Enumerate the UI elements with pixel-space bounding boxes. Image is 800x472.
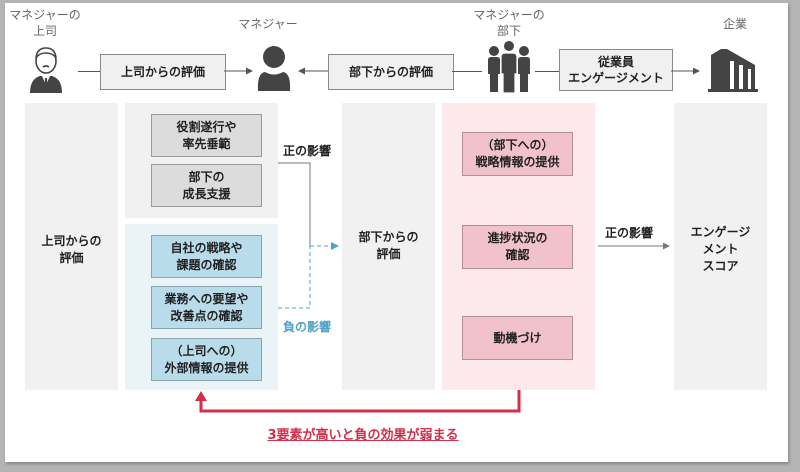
factor-line1: 自社の戦略や bbox=[170, 240, 243, 255]
factor-strategy-check: 自社の戦略や 課題の確認 bbox=[151, 235, 262, 278]
boss-to-box-line bbox=[78, 71, 100, 72]
moderator-line2: 戦略情報の提供 bbox=[475, 155, 560, 169]
factor-line2: 外部情報の提供 bbox=[164, 360, 249, 375]
factor-external-info: （上司への） 外部情報の提供 bbox=[151, 338, 262, 381]
subordinates-to-box-line bbox=[535, 71, 559, 72]
boss-eval-column bbox=[25, 103, 118, 390]
engagement-score-line2: メント bbox=[702, 242, 739, 256]
influence-connectors bbox=[195, 162, 670, 413]
boss-eval-box-label: 上司からの評価 bbox=[120, 65, 205, 79]
boss-eval-box: 上司からの評価 bbox=[100, 54, 226, 90]
subordinates-label-line1: マネジャーの bbox=[473, 8, 545, 22]
factor-line1: 部下の bbox=[188, 169, 225, 184]
sub-eval-line1: 部下からの bbox=[358, 230, 419, 244]
boss-label-line1: マネジャーの bbox=[9, 8, 81, 22]
engagement-box-line1: 従業員 bbox=[597, 55, 634, 69]
manager-label: マネジャー bbox=[223, 16, 313, 32]
positive-influence-label-2: 正の影響 bbox=[605, 226, 654, 240]
box-to-subordinates-line bbox=[452, 71, 482, 72]
feedback-arrowhead bbox=[195, 391, 207, 401]
factor-requests-check: 業務への要望や 改善点の確認 bbox=[151, 286, 262, 329]
engagement-score-column bbox=[674, 103, 767, 390]
moderator-line1: 動機づけ bbox=[493, 330, 542, 345]
boss-eval-line1: 上司からの bbox=[41, 234, 102, 248]
manager-label-text: マネジャー bbox=[238, 17, 298, 31]
merged-arrowhead bbox=[331, 242, 339, 250]
moderator-progress-check: 進捗状況の 確認 bbox=[462, 225, 573, 269]
factor-line2: 成長支援 bbox=[182, 186, 231, 201]
moderator-line2: 確認 bbox=[505, 248, 530, 262]
moderator-motivation: 動機づけ bbox=[462, 316, 573, 360]
company-label: 企業 bbox=[705, 16, 765, 32]
engagement-box-line2: エンゲージメント bbox=[568, 71, 664, 85]
positive-arrowhead-2 bbox=[663, 242, 670, 250]
factor-subordinate-growth: 部下の 成長支援 bbox=[151, 164, 262, 207]
arrow-to-company bbox=[671, 67, 700, 75]
sub-eval-box-label: 部下からの評価 bbox=[348, 65, 433, 79]
engagement-box: 従業員 エンゲージメント bbox=[559, 49, 673, 91]
boss-eval-column-label: 上司からの 評価 bbox=[25, 233, 118, 267]
person-icon bbox=[257, 46, 291, 91]
boss-label-line2: 上司 bbox=[32, 24, 57, 38]
subordinates-label-line2: 部下 bbox=[496, 24, 521, 38]
feedback-note: 3要素が高いと負の効果が弱まる bbox=[267, 428, 459, 443]
boss-eval-line2: 評価 bbox=[59, 251, 84, 265]
factor-line2: 課題の確認 bbox=[176, 257, 237, 272]
negative-influence-label: 負の影響 bbox=[283, 320, 332, 334]
moderator-line1: 進捗状況の bbox=[487, 231, 548, 245]
factor-line1: （上司への） bbox=[170, 343, 243, 358]
sub-eval-line2: 評価 bbox=[376, 247, 401, 261]
arrow-to-manager bbox=[224, 67, 253, 75]
subordinates-label: マネジャーの 部下 bbox=[462, 7, 556, 39]
factor-line2: 改善点の確認 bbox=[170, 308, 243, 323]
factor-role-leadership: 役割遂行や 率先垂範 bbox=[151, 114, 262, 157]
engagement-score-line3: スコア bbox=[702, 259, 739, 273]
moderator-strategy-info: （部下への） 戦略情報の提供 bbox=[462, 132, 573, 176]
arrow-to-manager-from-sub bbox=[298, 67, 328, 75]
building-icon bbox=[708, 49, 758, 92]
group-icon bbox=[488, 40, 530, 94]
boss-label: マネジャーの 上司 bbox=[5, 7, 85, 39]
company-label-text: 企業 bbox=[722, 17, 747, 31]
engagement-score-line1: エンゲージ bbox=[690, 225, 751, 239]
factor-line1: 役割遂行や bbox=[176, 119, 237, 134]
sub-eval-column-label: 部下からの 評価 bbox=[342, 229, 435, 263]
sub-eval-box: 部下からの評価 bbox=[328, 54, 454, 90]
sub-eval-column bbox=[342, 103, 435, 390]
engagement-score-label: エンゲージ メント スコア bbox=[674, 224, 767, 275]
feedback-connector bbox=[199, 390, 521, 413]
diagram-page: マネジャーの 上司 上司からの評価 マネジャー 部下からの評価 マネジャーの 部… bbox=[5, 3, 788, 462]
negative-connector bbox=[278, 246, 311, 309]
factor-line2: 率先垂範 bbox=[182, 136, 231, 151]
positive-connector bbox=[278, 162, 311, 246]
positive-influence-label-1: 正の影響 bbox=[283, 144, 332, 158]
moderator-line1: （部下への） bbox=[481, 138, 554, 152]
factor-line1: 業務への要望や bbox=[164, 291, 249, 306]
businessman-icon bbox=[30, 47, 62, 93]
